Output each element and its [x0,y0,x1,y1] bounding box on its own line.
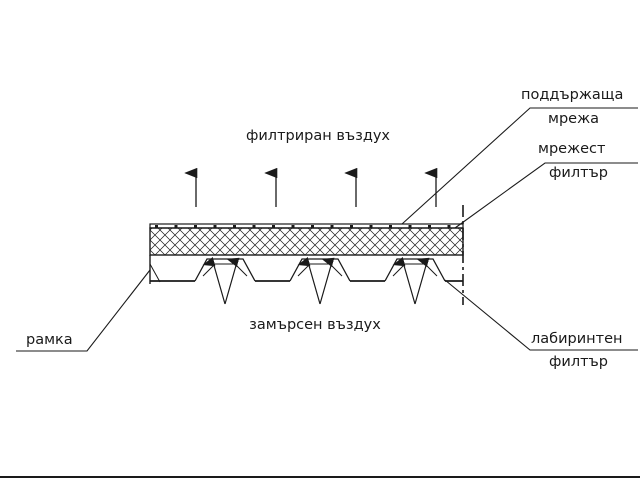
support-mesh-dot [252,225,256,228]
label-mesh-filter-line1: мрежест [538,141,606,157]
leader-lines [16,107,638,352]
label-support-mesh-line1: поддържаща [521,87,624,103]
labyrinth-channel-outer [194,258,256,282]
support-mesh-dot [428,225,431,228]
support-mesh-dot [194,225,197,228]
polluted-air-arrow [319,257,335,305]
polluted-air-arrow [224,257,240,305]
support-mesh-dot [272,225,275,228]
support-mesh-dot [447,225,451,228]
label-labyrinth-line1: лабиринтен [531,331,623,347]
support-mesh-dots [155,225,451,228]
polluted-air-arrow [202,257,226,305]
labyrinth-channel-outer [289,258,351,282]
polluted-air-arrow [414,257,430,305]
labyrinth-filter-layer [150,257,463,305]
label-filtered-air: филтриран въздух [245,128,391,144]
support-mesh-dot [291,225,295,228]
label-labyrinth-line2: филтър [549,354,608,370]
support-mesh-dot [369,225,373,228]
support-mesh-dot [155,225,158,228]
leader-labyrinth [444,279,638,351]
support-mesh-dot [330,225,334,228]
labyrinth-channel-inner [297,263,343,277]
polluted-air-arrow [392,257,416,305]
labyrinth-channel-inner [202,263,248,277]
frame [149,255,161,284]
labyrinth-channel-inner [392,263,438,277]
filtered-air-arrows [184,167,438,207]
label-support-mesh-line2: мрежа [548,111,600,127]
support-mesh-dot [311,225,314,228]
support-mesh-dot [408,225,412,228]
support-mesh-dot [233,225,236,228]
label-mesh-filter-line2: филтър [549,165,608,181]
leader-mesh-filter [454,162,638,229]
support-mesh-dot [389,225,392,228]
leader-support-mesh [401,107,638,225]
label-polluted-air: замърсен въздух [249,317,381,333]
support-mesh-dot [174,225,178,228]
polluted-air-arrow [297,257,321,305]
mesh-filter-layer [149,227,464,256]
label-frame: рамка [26,332,73,348]
support-mesh-dot [213,225,217,228]
labyrinth-channel-outer [384,258,446,282]
leader-frame [16,269,151,352]
support-mesh-dot [350,225,353,228]
